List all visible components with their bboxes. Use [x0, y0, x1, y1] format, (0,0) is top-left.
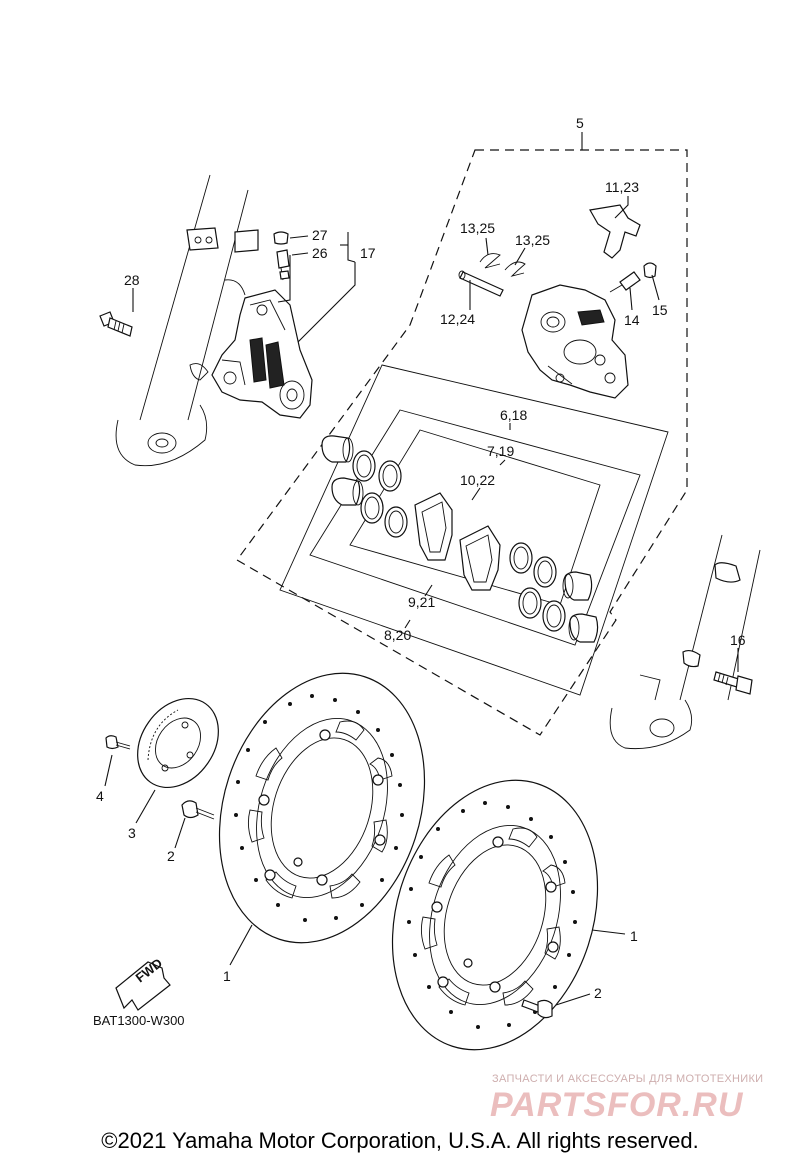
callout-15: 15	[652, 302, 668, 318]
seal-kit-frames	[279, 364, 669, 696]
disc-bolt-right	[521, 999, 553, 1019]
watermark: ЗАПЧАСТИ И АКСЕССУАРЫ ДЛЯ МОТОТЕХНИКИ PA…	[490, 1073, 763, 1124]
callout-10-22: 10,22	[460, 472, 495, 488]
callout-2-right: 2	[594, 985, 602, 1001]
pin-clips	[479, 253, 526, 277]
disc-rivets-left	[258, 729, 386, 886]
callout-28: 28	[124, 272, 140, 288]
seal-1	[352, 450, 376, 482]
diagram-code: BAT1300-W300	[93, 1013, 185, 1028]
seal-2	[378, 460, 402, 492]
callout-6-18: 6,18	[500, 407, 527, 423]
seal-8	[542, 600, 566, 632]
caliper-bolt-28	[99, 311, 133, 337]
watermark-tagline: ЗАПЧАСТИ И АКСЕССУАРЫ ДЛЯ МОТОТЕХНИКИ	[492, 1073, 763, 1085]
piston-upper-left	[321, 435, 354, 463]
forward-arrow: FWD	[115, 955, 171, 1011]
leader-lines	[104, 132, 739, 1006]
left-bleed-cap	[273, 231, 289, 245]
seal-6	[533, 556, 557, 588]
seal-3	[360, 492, 384, 524]
right-brake-caliper	[521, 284, 629, 399]
piston-lower-right	[568, 613, 599, 643]
disc-holes-left	[234, 694, 404, 922]
disc-holes-right	[407, 801, 577, 1029]
left-brake-caliper	[211, 289, 313, 419]
callout-4: 4	[96, 788, 104, 804]
callout-11-23: 11,23	[605, 179, 639, 195]
caliper-assembly-dashed-outline	[236, 149, 688, 736]
piston-upper-right	[562, 571, 593, 601]
callout-9-21: 9,21	[408, 594, 435, 610]
brake-disc-left	[218, 672, 426, 944]
callout-13-25-b: 13,25	[515, 232, 550, 248]
callout-1-right: 1	[630, 928, 638, 944]
brake-caliper-exploded-diagram: FWD	[93, 115, 763, 1124]
callout-12-24: 12,24	[440, 311, 475, 327]
right-fork-leg	[609, 534, 761, 750]
sensor-rotor-screw	[105, 735, 131, 750]
sensor-rotor	[137, 697, 219, 789]
callout-5: 5	[576, 115, 584, 131]
disc-bolt-left	[181, 800, 215, 820]
callout-27: 27	[312, 227, 328, 243]
caliper-bolt-16	[713, 671, 753, 695]
brake-disc-right	[391, 779, 599, 1051]
right-bleed-screw	[609, 271, 641, 293]
pad-spring	[589, 204, 641, 259]
left-fork-leg	[115, 174, 259, 467]
seal-5	[509, 542, 533, 574]
copyright-notice: ©2021 Yamaha Motor Corporation, U.S.A. A…	[101, 1128, 699, 1153]
callout-2-left: 2	[167, 848, 175, 864]
callout-labels: 5 11,23 13,25 13,25 12,24 14 15 27 26 17…	[96, 115, 746, 1001]
watermark-brand: PARTSFOR.RU	[490, 1086, 744, 1124]
disc-slots-left	[247, 720, 393, 899]
brake-pads	[414, 492, 501, 591]
callout-17: 17	[360, 245, 376, 261]
callout-13-25-a: 13,25	[460, 220, 495, 236]
disc-rivets-right	[431, 836, 559, 993]
callout-7-19: 7,19	[487, 443, 514, 459]
seal-4	[384, 506, 408, 538]
pistons	[321, 435, 599, 643]
left-bleed-screw	[276, 249, 290, 281]
seal-7	[518, 587, 542, 619]
right-bleed-cap	[643, 262, 657, 279]
callout-16: 16	[730, 632, 746, 648]
piston-lower-left	[331, 477, 364, 506]
piston-seals	[352, 450, 566, 632]
pad-pin	[458, 270, 504, 297]
callout-3: 3	[128, 825, 136, 841]
callout-8-20: 8,20	[384, 627, 411, 643]
callout-26: 26	[312, 245, 328, 261]
callout-1-left: 1	[223, 968, 231, 984]
callout-14: 14	[624, 312, 640, 328]
